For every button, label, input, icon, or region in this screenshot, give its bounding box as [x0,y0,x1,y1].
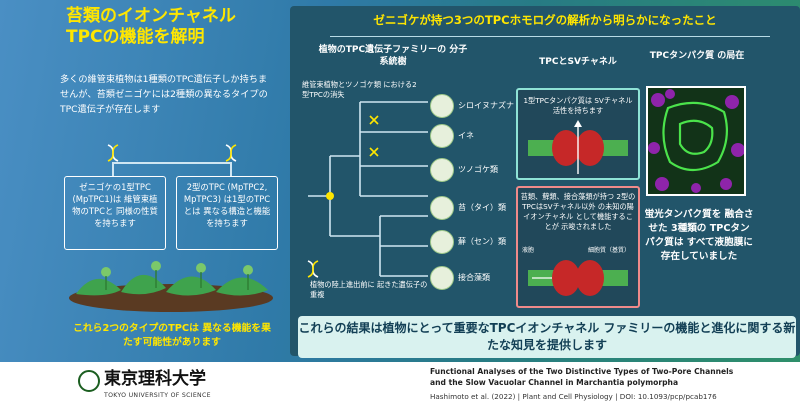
hornwort-icon [430,158,454,182]
findings-title: ゼニゴケが持つ3つのTPCホモログの解析から明らかになったこと [373,13,717,27]
footer [0,362,800,418]
localization-text: 蛍光タンパク質を 融合させた 3種類の TPCタンパク質は すべて液胞膜に 存在… [644,209,754,262]
moss-icon [430,230,454,254]
species-label: 蘚（セン）類 [458,237,506,246]
main-title: 苔類のイオンチャネル TPCの機能を解明 [66,6,276,48]
sv2-text: 苔類、蘚類、接合藻類が持つ 2型のTPCはSVチャネル以外 の未知の陽イオンチャ… [520,192,636,231]
rice-icon [430,124,454,148]
left-panel: 苔類のイオンチャネル TPCの機能を解明 多くの維管束植物は1種類のTPC遺伝子… [0,0,282,362]
left-conclusion: これら2つのタイプのTPCは 異なる機能を果たす可能性があります [73,323,271,348]
channel-illustration [528,260,628,296]
phylogenetic-tree [308,101,428,277]
species-label: 苔（タイ）類 [458,203,506,212]
university-logo-icon [78,370,100,392]
intro-text: 多くの維管束植物は1種類のTPC遺伝子しか持ちませんが、苔類ゼニゴケには2種類の… [60,74,268,115]
micrograph-image [646,86,746,196]
split-line [112,162,230,164]
banner-text: これらの結果は植物にとって重要なTPCイオンチャネル ファミリーの機能と進化に関… [298,321,796,352]
citation: Hashimoto et al. (2022) | Plant and Cell… [430,392,717,401]
liverwort-illustration [69,261,273,312]
sv1-panel: 1型TPCタンパク質は SVチャネル活性を持ちます [516,88,640,180]
university-name-en: TOKYO UNIVERSITY OF SCIENCE [104,392,211,399]
split-line-left [112,162,114,176]
vacuole-label: 液胞 [522,247,535,254]
arabidopsis-icon [430,94,454,118]
channel-illustration [528,120,628,174]
tpc2-box: 2型のTPC (MpTPC2, MpTPC3) は1型のTPCとは 異なる構造と… [176,176,278,250]
species-label: シロイヌナズナ [458,101,514,110]
title-line-2: TPCの機能を解明 [66,27,205,47]
title-divider [330,36,770,37]
tpc1-box: ゼニゴケの1型TPC (MpTPC1)は 維管束植物のTPCと 同様の性質を持ち… [64,176,166,250]
infographic-canvas: 苔類のイオンチャネル TPCの機能を解明 多くの維管束植物は1種類のTPC遺伝子… [0,0,800,362]
dna-icon [307,260,319,278]
species-label: ツノゴケ類 [458,165,498,174]
sv-heading: TPCとSVチャネル [539,57,617,67]
loc-heading: TPCタンパク質 の局在 [649,51,745,61]
paper-title: Functional Analyses of the Two Distincti… [430,366,796,388]
charophyte-icon [430,266,454,290]
paper-title-line-2: and the Slow Vacuolar Channel in Marchan… [430,378,679,387]
conclusion-banner: これらの結果は植物にとって重要なTPCイオンチャネル ファミリーの機能と進化に関… [298,316,796,358]
cytosol-label: 細胞質（基質） [588,247,631,254]
paper-title-line-1: Functional Analyses of the Two Distincti… [430,367,734,376]
tree-heading: 植物のTPC遺伝子ファミリーの 分子系統樹 [318,45,468,67]
tree-note-bottom: 植物の陸上進出前に 起きた遺伝子の重複 [310,280,428,299]
title-line-1: 苔類のイオンチャネル [66,6,236,26]
sv1-text: 1型TPCタンパク質は SVチャネル活性を持ちます [523,96,633,115]
sv2-panel: 苔類、蘚類、接合藻類が持つ 2型のTPCはSVチャネル以外 の未知の陽イオンチャ… [516,186,640,308]
species-label: 接合藻類 [458,273,490,282]
liverwort-icon [430,196,454,220]
dna-icon [225,144,237,162]
tree-note-top: 維管束植物とツノゴケ類 における2型TPCの消失 [302,80,417,99]
dna-icon [107,144,119,162]
split-line-right [230,162,232,176]
university-name: 東京理科大学 [104,369,206,389]
species-label: イネ [458,131,474,140]
